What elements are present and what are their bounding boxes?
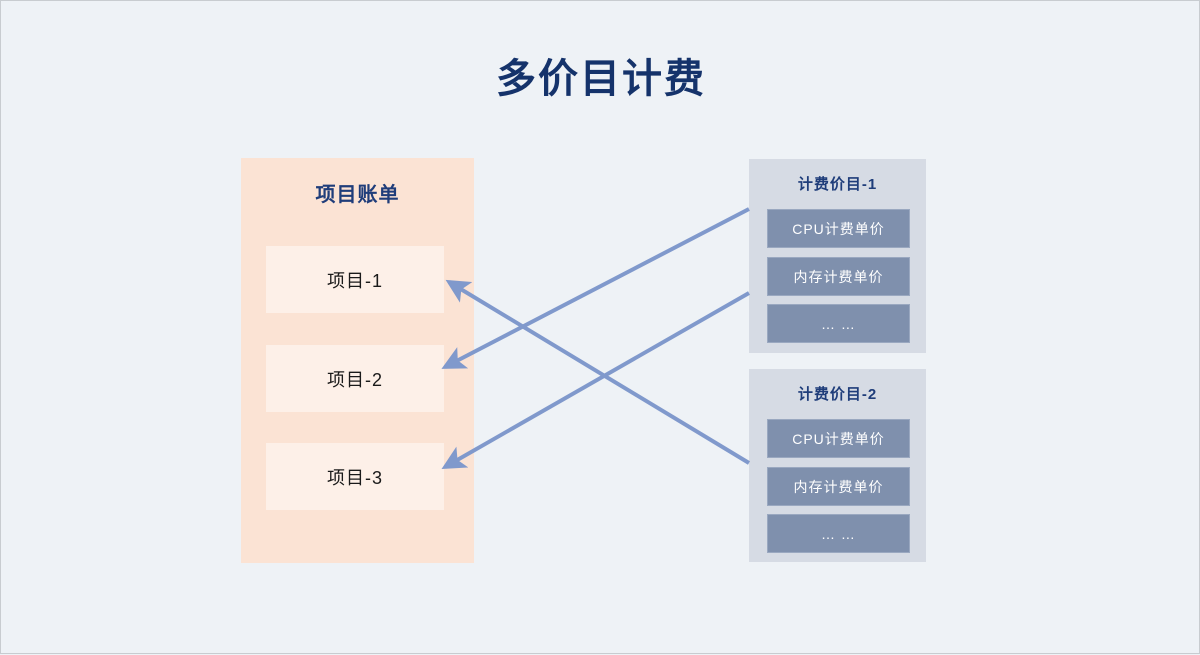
price-panel: 计费价目-2 CPU计费单价 内存计费单价 … … [749,369,926,562]
price-panel: 计费价目-1 CPU计费单价 内存计费单价 … … [749,159,926,353]
price-row[interactable]: … … [767,304,910,343]
connector-arrow [441,291,750,469]
price-row-label: 内存计费单价 [793,268,884,285]
connector-arrow [441,207,750,369]
price-panel-title: 计费价目-2 [797,386,878,403]
project-item[interactable]: 项目-2 [266,345,444,412]
bill-panel-title: 项目账单 [315,184,400,206]
price-row-label: CPU计费单价 [792,220,885,237]
price-row[interactable]: 内存计费单价 [767,467,910,506]
price-row[interactable]: CPU计费单价 [767,419,910,458]
bill-panel: 项目账单 项目-1 项目-2 项目-3 [241,158,474,563]
price-row-label: CPU计费单价 [792,430,885,447]
price-row[interactable]: CPU计费单价 [767,209,910,248]
price-row-label: … … [821,315,856,332]
price-row[interactable]: … … [767,514,910,553]
page-title: 多价目计费 [496,57,706,101]
project-item[interactable]: 项目-3 [266,443,444,510]
price-row[interactable]: 内存计费单价 [767,257,910,296]
project-item-label: 项目-3 [326,467,383,488]
project-item-label: 项目-1 [326,270,383,291]
price-panel-title: 计费价目-1 [797,176,878,193]
connector-arrow [445,279,751,465]
project-item-label: 项目-2 [326,369,383,390]
price-row-label: … … [821,525,856,542]
price-row-label: 内存计费单价 [793,478,884,495]
project-item[interactable]: 项目-1 [266,246,444,313]
